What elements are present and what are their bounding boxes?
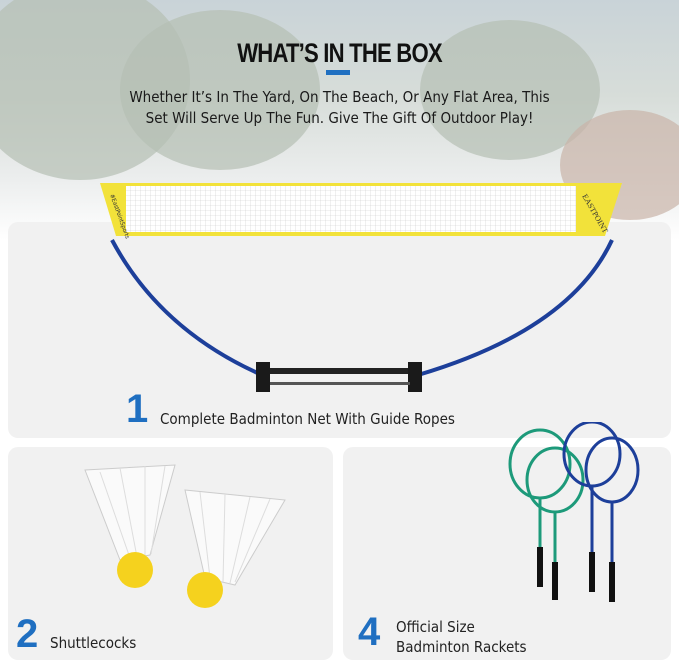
title-underline — [326, 70, 350, 75]
subtitle-line-1: Whether It’s In The Yard, On The Beach, … — [129, 88, 550, 106]
background-photo — [0, 0, 679, 240]
item-number-2: 2 — [16, 612, 39, 656]
rackets-image — [508, 422, 640, 602]
item-label-4-line-1: Official Size — [396, 618, 475, 636]
item-label-2: Shuttlecocks — [50, 634, 137, 652]
subtitle-line-2: Set Will Serve Up The Fun. Give The Gift… — [145, 109, 534, 127]
item-label-4-line-2: Badminton Rackets — [396, 638, 527, 656]
item-number-1: 1 — [126, 387, 149, 431]
racket-card — [343, 447, 671, 660]
subtitle: Whether It’s In The Yard, On The Beach, … — [0, 87, 679, 129]
net-card — [8, 222, 671, 438]
shuttlecocks-image — [84, 464, 286, 608]
item-label-4: Official Size Badminton Rackets — [396, 617, 527, 657]
item-label-1: Complete Badminton Net With Guide Ropes — [160, 410, 455, 428]
page-title: WHAT’S IN THE BOX — [237, 38, 442, 68]
item-number-4: 4 — [358, 610, 381, 654]
badminton-net-image: #EastPointSports EASTPOINT — [100, 183, 622, 392]
